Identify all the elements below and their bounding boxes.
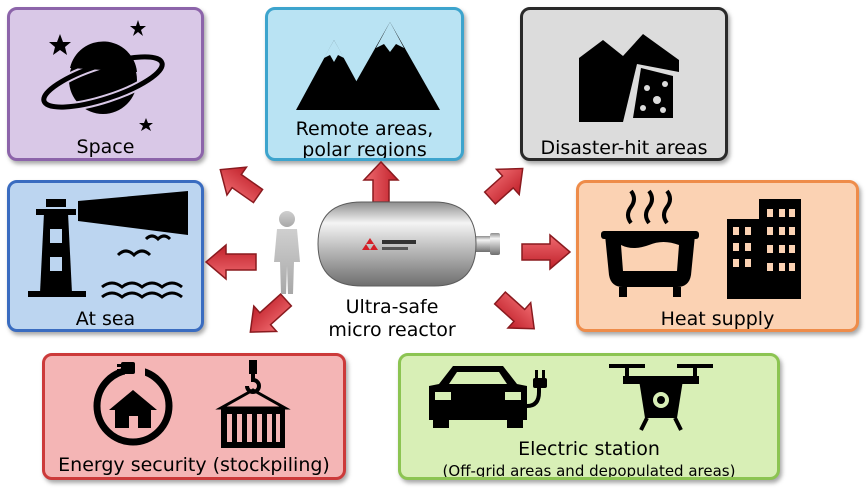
hot-bath-icon (601, 189, 801, 299)
remote-areas-box: Remote areas, polar regions (265, 7, 464, 161)
person-silhouette-icon (274, 211, 300, 294)
disaster-areas-box: Disaster-hit areas (520, 7, 728, 161)
arrow-to-space (219, 166, 264, 204)
electric-station-label-line2: (Off-grid areas and depopulated areas) (442, 462, 736, 480)
arrow-to-electric (493, 290, 536, 330)
heat-supply-label: Heat supply (660, 308, 775, 330)
lighthouse-icon (28, 191, 188, 299)
remote-areas-label-line1: Remote areas, (295, 118, 434, 140)
disaster-areas-label: Disaster-hit areas (540, 137, 708, 159)
energy-security-label: Energy security (stockpiling) (58, 454, 330, 476)
manufacturer-logo (362, 238, 416, 250)
electric-car-icon (429, 364, 713, 431)
arrow-to-energy (249, 292, 293, 333)
building-icon (727, 199, 801, 299)
arrow-to-heat (521, 233, 572, 271)
arrow-to-sea (204, 243, 257, 281)
electric-station-box: Electric station (Off-grid areas and dep… (398, 353, 780, 480)
arrow-to-remote (362, 160, 400, 203)
landslide-icon (579, 34, 679, 122)
at-sea-label: At sea (75, 308, 136, 330)
heat-supply-box: Heat supply (576, 180, 859, 332)
planet-icon (39, 20, 167, 131)
home-power-icon (93, 360, 291, 448)
reactor-label-line1: Ultra-safe (345, 296, 439, 318)
mountains-icon (296, 22, 440, 110)
reactor-label-line2: micro reactor (328, 319, 456, 341)
space-box: Space (7, 7, 204, 161)
container-crane-icon (215, 360, 291, 448)
energy-security-box: Energy security (stockpiling) (42, 353, 346, 480)
remote-areas-label-line2: polar regions (302, 139, 427, 161)
arrow-to-disaster (483, 167, 524, 206)
reactor-label: Ultra-safe micro reactor (292, 296, 492, 342)
space-label: Space (76, 136, 135, 158)
electric-station-label-line1: Electric station (518, 438, 660, 460)
drone-icon (609, 364, 713, 431)
at-sea-box: At sea (7, 180, 204, 332)
reactor-vessel-icon (317, 201, 500, 287)
